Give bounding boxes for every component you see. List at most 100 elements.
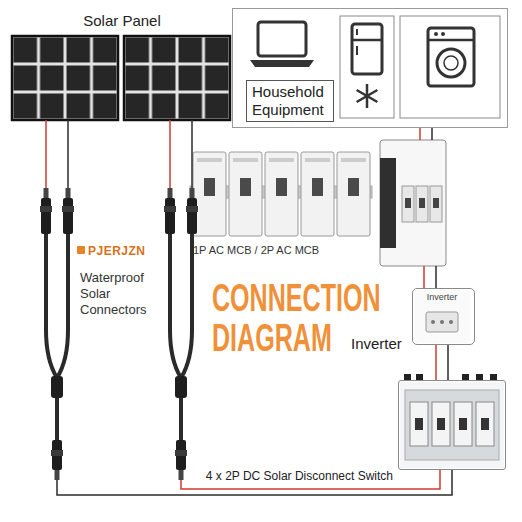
ac-distribution-box bbox=[402, 186, 414, 222]
cable-wire bbox=[419, 128, 421, 140]
y-branch-cables bbox=[55, 398, 59, 440]
washer-icon bbox=[428, 39, 474, 42]
mc4-connector bbox=[186, 206, 198, 212]
mc4-connector bbox=[44, 188, 49, 198]
cable-wire bbox=[45, 120, 47, 188]
mcb-strip bbox=[190, 152, 372, 236]
fridge-icon bbox=[356, 46, 358, 55]
mcb-strip bbox=[269, 158, 294, 162]
dc-combiner-illustration bbox=[400, 374, 504, 468]
dc-combiner-illustration bbox=[454, 402, 472, 446]
dc-switch-box: 4 x 2P DC Solar Disconnect Switch bbox=[398, 380, 506, 470]
mc4-connector bbox=[175, 450, 187, 456]
mcb-strip bbox=[193, 152, 226, 236]
washer-icon bbox=[444, 56, 458, 70]
cable-wire bbox=[191, 120, 193, 188]
output-wire bbox=[181, 480, 206, 489]
ac-distribution-box bbox=[419, 198, 425, 208]
washer-icon bbox=[400, 16, 500, 118]
connector-label: Waterproof Solar Connectors bbox=[80, 270, 160, 318]
mc4-connector bbox=[179, 470, 184, 480]
cable-wire bbox=[431, 128, 433, 140]
inverter-box: InverterInverter bbox=[412, 288, 475, 345]
cable-wire bbox=[423, 266, 425, 288]
ac-breaker-box: 1P AC MCB / 2P AC MCB bbox=[185, 140, 450, 266]
panel-array: Solar Panel bbox=[12, 12, 236, 120]
dc-combiner-illustration bbox=[405, 390, 499, 460]
mc4-connector bbox=[40, 188, 198, 480]
mcb-label: 1P AC MCB / 2P AC MCB bbox=[193, 244, 319, 257]
cable-wire bbox=[67, 120, 69, 188]
mc4-connector bbox=[164, 206, 176, 212]
mcb-strip bbox=[276, 178, 287, 196]
y-branch-cables bbox=[181, 234, 192, 378]
dc-combiner-illustration bbox=[400, 382, 504, 468]
mc4-connector bbox=[165, 198, 175, 234]
fridge-icon bbox=[357, 90, 378, 102]
ac-distribution-box bbox=[380, 140, 446, 266]
washer-icon bbox=[441, 32, 445, 36]
washer-icon bbox=[434, 32, 438, 36]
dc-combiner-illustration bbox=[415, 418, 423, 430]
diagram-title: CONNECTION DIAGRAM bbox=[212, 278, 385, 358]
laptop-icon bbox=[250, 22, 314, 67]
ac-distribution-box bbox=[380, 158, 396, 248]
brand-icon bbox=[77, 246, 85, 254]
mc4-connector bbox=[187, 198, 197, 234]
y-branch-cables bbox=[170, 234, 181, 378]
solar-panel-illustration bbox=[12, 36, 230, 120]
ac-distribution-box bbox=[430, 186, 442, 222]
solar-panel-illustration bbox=[12, 36, 118, 120]
mc4-connector bbox=[66, 188, 71, 198]
inverter-illustration bbox=[414, 290, 470, 343]
inverter-label: Inverter bbox=[351, 335, 402, 353]
inverter-tag: Inverter bbox=[413, 292, 471, 303]
equipment-label: Household Equipment bbox=[246, 80, 334, 122]
cable-wire bbox=[206, 470, 440, 489]
y-branch-cables bbox=[46, 234, 57, 378]
mcb-strip bbox=[197, 158, 222, 162]
fridge-icon bbox=[357, 90, 378, 102]
mcb-strip bbox=[312, 178, 323, 196]
inverter-illustration bbox=[449, 320, 453, 324]
dc-combiner-illustration bbox=[410, 402, 428, 446]
output-wire bbox=[57, 480, 206, 495]
fridge-icon bbox=[340, 16, 394, 118]
brand-name: PJERJZN bbox=[88, 244, 146, 258]
panel-heading: Solar Panel bbox=[12, 12, 232, 30]
mcb-strip bbox=[265, 152, 298, 236]
fridge-icon bbox=[352, 39, 382, 42]
washer-icon bbox=[400, 16, 500, 118]
connector-set: PJERJZN Waterproof Solar Connectors bbox=[38, 188, 206, 500]
mcb-strip bbox=[348, 178, 359, 196]
mcb-strip bbox=[337, 152, 370, 236]
solar-panel-illustration bbox=[12, 36, 118, 120]
laptop-icon bbox=[258, 22, 306, 56]
dc-combiner-illustration bbox=[481, 418, 489, 430]
dc-combiner-illustration bbox=[432, 402, 450, 446]
cable-wire bbox=[435, 345, 437, 380]
mc4-connector bbox=[52, 440, 62, 470]
mcb-strip bbox=[301, 152, 334, 236]
inverter-illustration bbox=[440, 320, 444, 324]
mc4-connector bbox=[40, 206, 52, 212]
cable-wire bbox=[169, 120, 171, 188]
mc4-connector bbox=[62, 206, 74, 212]
y-branch-cables bbox=[57, 234, 68, 378]
solar-panel-illustration bbox=[12, 36, 118, 120]
washer-icon bbox=[428, 28, 474, 86]
mc4-connector bbox=[190, 188, 195, 198]
mcb-strip bbox=[204, 178, 215, 196]
mc4-connector bbox=[176, 440, 186, 470]
mc4-connector bbox=[63, 198, 73, 234]
cable-wire bbox=[447, 345, 449, 380]
mcb-strip bbox=[305, 158, 330, 162]
switch-label: 4 x 2P DC Solar Disconnect Switch bbox=[206, 469, 393, 483]
ac-distribution-box bbox=[433, 198, 439, 208]
ac-distribution-box bbox=[416, 186, 428, 222]
inverter-illustration bbox=[426, 312, 458, 332]
output-wire bbox=[57, 480, 206, 495]
fridge-icon bbox=[352, 24, 382, 74]
